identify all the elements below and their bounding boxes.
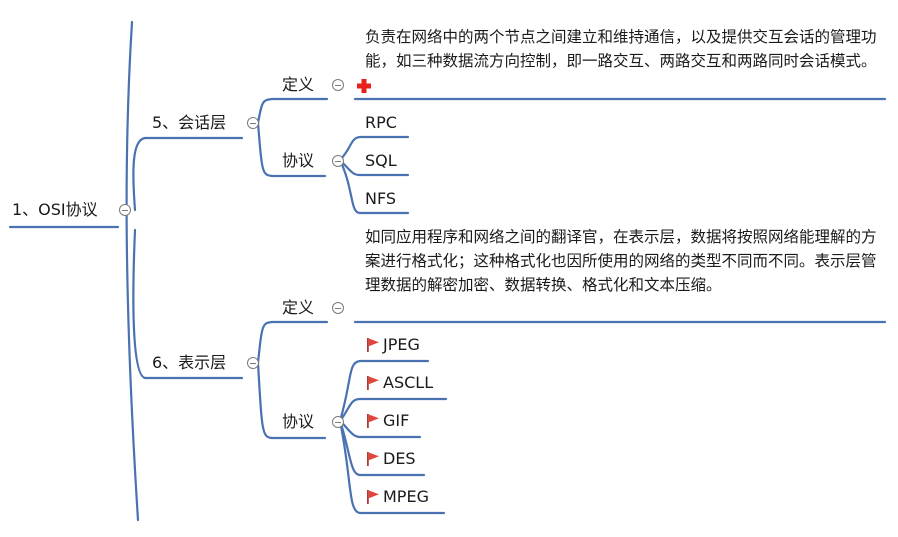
presentation-definition-label[interactable]: 定义 <box>282 298 315 317</box>
presentation-to-proto <box>256 361 274 440</box>
presentation-definition-text[interactable]: 如同应用程序和网络之间的翻译官，在表示层，数据将按照网络能理解的方案进行格式化；… <box>365 228 877 294</box>
presentation-proto-branch <box>338 419 362 477</box>
root-node-label[interactable]: 1、OSI协议 <box>12 200 98 219</box>
session-proto-branch <box>338 135 362 162</box>
flag-icon <box>367 490 379 504</box>
flag-icon <box>367 338 379 352</box>
session-collapse-icon[interactable] <box>247 117 259 129</box>
root-to-presentation <box>132 228 147 380</box>
flag-icon <box>367 414 379 428</box>
presentation-protocol-collapse-icon[interactable] <box>332 416 344 428</box>
session-to-def <box>256 97 274 125</box>
flag-icon <box>367 376 379 390</box>
presentation-to-def <box>256 320 274 365</box>
presentation-collapse-icon[interactable] <box>247 357 259 369</box>
presentation-protocol-item[interactable]: GIF <box>383 411 410 430</box>
session-protocol-item[interactable]: RPC <box>365 113 397 132</box>
session-definition-label[interactable]: 定义 <box>282 75 315 94</box>
session-protocol-label[interactable]: 协议 <box>282 151 315 170</box>
session-definition-text[interactable]: 负责在网络中的两个节点之间建立和维持通信，以及提供交互会话的管理功能，如三种数据… <box>365 28 877 70</box>
presentation-protocol-item[interactable]: JPEG <box>383 335 420 354</box>
flag-icon <box>367 452 379 466</box>
root-trunk <box>125 20 140 522</box>
presentation-definition-collapse-icon[interactable] <box>332 302 344 314</box>
session-protocol-item[interactable]: SQL <box>365 151 397 170</box>
session-protocol-collapse-icon[interactable] <box>332 155 344 167</box>
session-layer-label[interactable]: 5、会话层 <box>152 113 227 132</box>
session-to-proto <box>256 121 274 178</box>
session-protocol-item[interactable]: NFS <box>365 189 397 208</box>
root-collapse-icon[interactable] <box>119 204 131 216</box>
presentation-layer-label[interactable]: 6、表示层 <box>152 353 227 372</box>
presentation-protocol-item[interactable]: MPEG <box>383 487 429 506</box>
red-cross-marker-icon <box>357 79 371 93</box>
session-proto-branch <box>338 158 362 215</box>
presentation-proto-branch <box>338 419 362 515</box>
session-definition-collapse-icon[interactable] <box>332 79 344 91</box>
presentation-protocol-item[interactable]: ASCLL <box>383 373 434 392</box>
root-to-session <box>132 136 147 212</box>
presentation-protocol-item[interactable]: DES <box>383 449 416 468</box>
presentation-protocol-label[interactable]: 协议 <box>282 412 315 431</box>
presentation-proto-branch <box>338 359 362 423</box>
